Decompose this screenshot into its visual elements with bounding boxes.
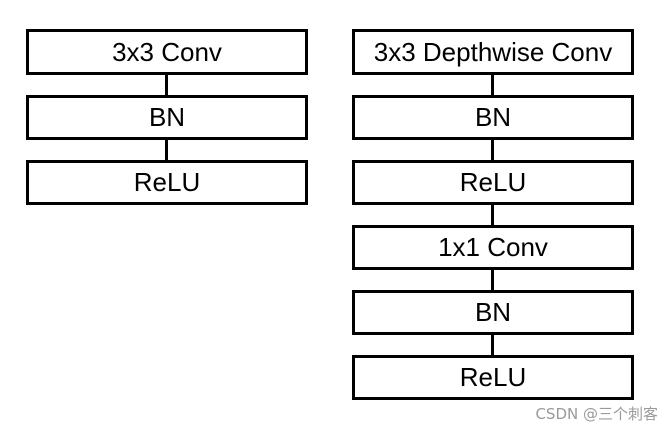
- pointwise-conv-box: 1x1 Conv: [352, 225, 634, 270]
- relu-box: ReLU: [352, 160, 634, 205]
- depthwise-conv-label: 3x3 Depthwise Conv: [373, 36, 613, 67]
- connector-line: [165, 75, 168, 95]
- bn-label: BN: [148, 102, 186, 132]
- bn-box: BN: [352, 290, 634, 335]
- connector-line: [491, 140, 494, 160]
- bn-box: BN: [26, 95, 308, 140]
- depthwise-conv-box: 3x3 Depthwise Conv: [352, 29, 634, 75]
- connector-line: [491, 270, 494, 290]
- conv3x3-box: 3x3 Conv: [26, 29, 308, 75]
- relu-label: ReLU: [133, 167, 201, 197]
- connector-line: [491, 335, 494, 355]
- connector-line: [165, 140, 168, 160]
- relu-box: ReLU: [352, 355, 634, 400]
- connector-line: [491, 205, 494, 225]
- watermark: CSDN @三个刺客: [535, 405, 658, 423]
- pointwise-conv-label: 1x1 Conv: [438, 232, 548, 262]
- relu-label: ReLU: [459, 362, 527, 392]
- bn-label: BN: [474, 102, 512, 132]
- relu-label: ReLU: [459, 167, 527, 197]
- relu-box: ReLU: [26, 160, 308, 205]
- connector-line: [491, 75, 494, 95]
- bn-label: BN: [474, 297, 512, 327]
- bn-box: BN: [352, 95, 634, 140]
- conv3x3-label: 3x3 Conv: [112, 36, 222, 67]
